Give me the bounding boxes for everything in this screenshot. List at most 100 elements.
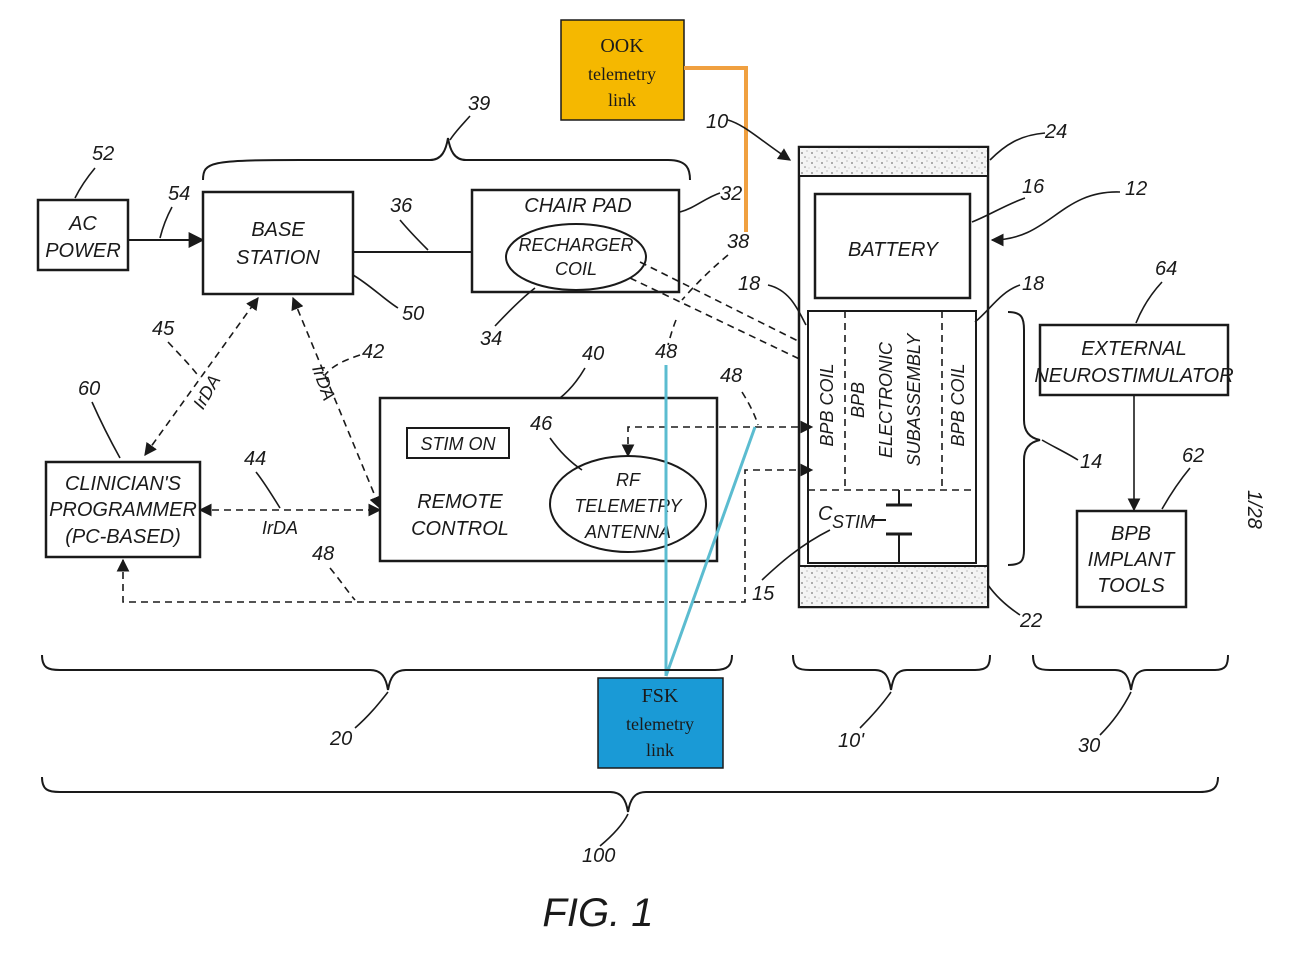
brace-30: [1032, 654, 1229, 691]
ref-18a: 18: [738, 273, 760, 295]
chair-pad-label: CHAIR PAD: [524, 195, 631, 217]
ref-30: 30: [1078, 735, 1100, 757]
ac-power-block: AC POWER: [36, 198, 130, 272]
ref-46: 46: [530, 413, 553, 435]
irda-label-44: IrDA: [262, 518, 298, 538]
ref-39: 39: [468, 93, 490, 115]
leader-36: [399, 219, 429, 251]
svg-text:COIL: COIL: [555, 259, 597, 279]
figure-title: FIG. 1: [542, 891, 653, 935]
leader-10: [727, 119, 792, 161]
brace-20: [41, 654, 733, 691]
coil-link-2: [629, 277, 813, 366]
brace-100: [41, 776, 1219, 813]
sheet-number: 1/28: [1243, 490, 1265, 529]
ook-line3: link: [608, 90, 636, 110]
ref-64: 64: [1155, 258, 1177, 280]
ref-18b: 18: [1022, 273, 1044, 295]
svg-text:TOOLS: TOOLS: [1097, 575, 1165, 597]
ook-callout: OOK telemetry link: [560, 19, 748, 232]
leader-60: [91, 401, 121, 459]
fsk-callout: FSK telemetry link: [597, 677, 724, 769]
leader-18a: [767, 284, 807, 326]
irda-label-42: IrDA: [308, 363, 339, 404]
ref-52: 52: [92, 143, 114, 165]
ref-60: 60: [78, 378, 100, 400]
svg-text:POWER: POWER: [45, 240, 121, 262]
antenna-link: [621, 420, 814, 458]
leader-40: [559, 367, 586, 399]
svg-text:BPB: BPB: [848, 382, 868, 418]
svg-text:IMPLANT: IMPLANT: [1088, 549, 1176, 571]
stim-on-label: STIM ON: [421, 434, 497, 454]
ref-15: 15: [752, 583, 775, 605]
svg-text:PROGRAMMER: PROGRAMMER: [49, 499, 197, 521]
svg-text:SUBASSEMBLY: SUBASSEMBLY: [904, 332, 924, 466]
ref-36: 36: [390, 195, 413, 217]
ref-10prime: 10': [838, 730, 865, 752]
leader-62: [1161, 467, 1191, 510]
ref-34: 34: [480, 328, 502, 350]
ref-48a: 48: [655, 341, 677, 363]
stim-on-box: [406, 427, 510, 459]
leader-30: [1099, 691, 1132, 736]
battery-label: BATTERY: [848, 239, 940, 261]
implant-device: BATTERY BPB COIL BPB COIL BPB ELECTRONIC…: [797, 145, 990, 609]
brace-10prime: [792, 654, 991, 691]
ref-12: 12: [1125, 178, 1147, 200]
ref-48b: 48: [720, 365, 742, 387]
ref-44: 44: [244, 448, 266, 470]
leader-48c: [329, 567, 356, 601]
svg-text:AC: AC: [68, 213, 97, 235]
brace-39: [202, 137, 691, 181]
svg-text:RF: RF: [616, 470, 641, 490]
leader-18b: [974, 284, 1021, 323]
leader-10prime: [859, 691, 892, 729]
ref-20: 20: [329, 728, 352, 750]
ref-100: 100: [582, 845, 615, 867]
leader-34: [494, 287, 536, 327]
ref-42: 42: [362, 341, 384, 363]
leader-32: [679, 192, 721, 213]
svg-text:REMOTE: REMOTE: [417, 491, 503, 513]
ref-54: 54: [168, 183, 190, 205]
ook-line1: OOK: [600, 35, 644, 57]
ref-62: 62: [1182, 445, 1204, 467]
programmer-implant-link: [116, 463, 814, 603]
ref-10: 10: [706, 111, 728, 133]
ook-line2: telemetry: [588, 64, 656, 84]
ref-48c: 48: [312, 543, 334, 565]
leader-100: [599, 813, 629, 847]
leader-38: [681, 254, 729, 301]
base-station-block: BASE STATION: [201, 190, 355, 296]
leader-48a: [667, 319, 677, 346]
svg-text:BASE: BASE: [251, 219, 305, 241]
chair-pad-block: CHAIR PAD RECHARGER COIL: [470, 188, 681, 294]
coil-link-1: [639, 261, 814, 349]
ref-14: 14: [1080, 451, 1102, 473]
ref-24: 24: [1044, 121, 1067, 143]
irda-link-42: [291, 296, 382, 510]
ref-45: 45: [152, 318, 175, 340]
fsk-line-2: [664, 426, 757, 677]
irda-label-45: IrDA: [189, 371, 224, 412]
leader-44: [255, 471, 281, 509]
ref-16: 16: [1022, 176, 1045, 198]
fsk-line3: link: [646, 740, 674, 760]
leader-12: [990, 191, 1121, 247]
leader-14: [1041, 439, 1079, 461]
leader-54: [159, 206, 173, 239]
svg-text:CONTROL: CONTROL: [411, 518, 509, 540]
leader-42: [324, 354, 361, 376]
svg-text:NEUROSTIMULATOR: NEUROSTIMULATOR: [1034, 365, 1233, 387]
end-cap-bottom: [800, 567, 987, 606]
leader-39: [449, 115, 471, 141]
svg-text:STATION: STATION: [236, 247, 320, 269]
ref-22: 22: [1019, 610, 1042, 632]
leader-24: [989, 132, 1046, 161]
leader-64: [1135, 281, 1163, 324]
leader-48b: [741, 391, 759, 426]
leader-20: [354, 691, 389, 729]
ref-50: 50: [402, 303, 424, 325]
